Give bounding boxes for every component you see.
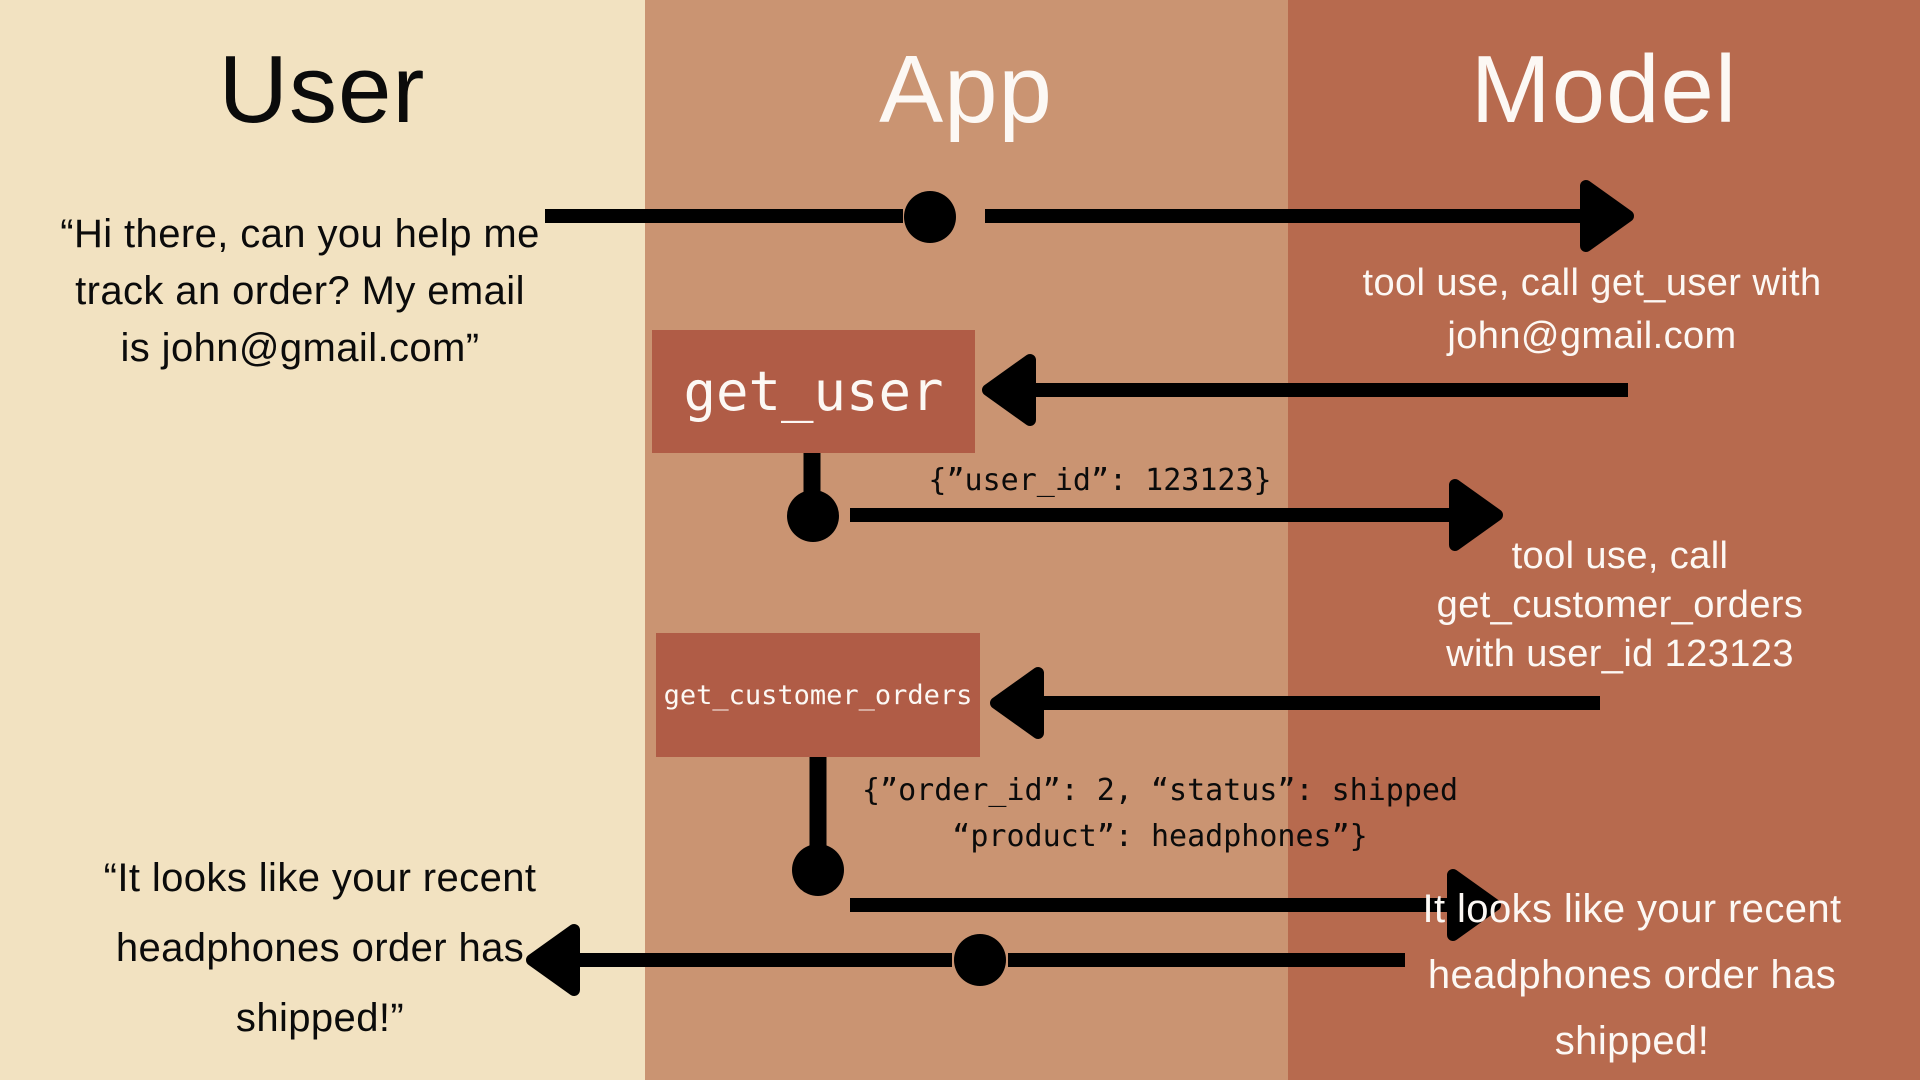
- app-column-panel: [645, 0, 1288, 1080]
- tool-result-2-label: {”order_id”: 2, “status”: shipped “produ…: [861, 773, 1459, 854]
- user-response-message: “It looks like your recent headphones or…: [103, 856, 537, 1040]
- tool-box-get-customer-orders: get_customer_orders: [656, 633, 980, 757]
- model-response-label: It looks like your recent headphones ord…: [1422, 887, 1842, 1063]
- tool-result-1-label: {”user_id”: 123123}: [928, 463, 1272, 498]
- tool-box-get-customer-orders-label: get_customer_orders: [663, 679, 973, 711]
- model-column-title: Model: [1470, 36, 1738, 143]
- user-request-message: “Hi there, can you help me track an orde…: [60, 212, 540, 370]
- user-column-title: User: [218, 36, 426, 143]
- model-tool-call-2-label: tool use, call get_customer_orders with …: [1436, 535, 1804, 675]
- app-column-title: App: [879, 36, 1053, 143]
- tool-box-get-user: get_user: [652, 330, 975, 453]
- model-tool-call-1-label: tool use, call get_user with john@gmail.…: [1362, 262, 1822, 357]
- tool-box-get-user-label: get_user: [683, 360, 944, 423]
- user-column-panel: [0, 0, 645, 1080]
